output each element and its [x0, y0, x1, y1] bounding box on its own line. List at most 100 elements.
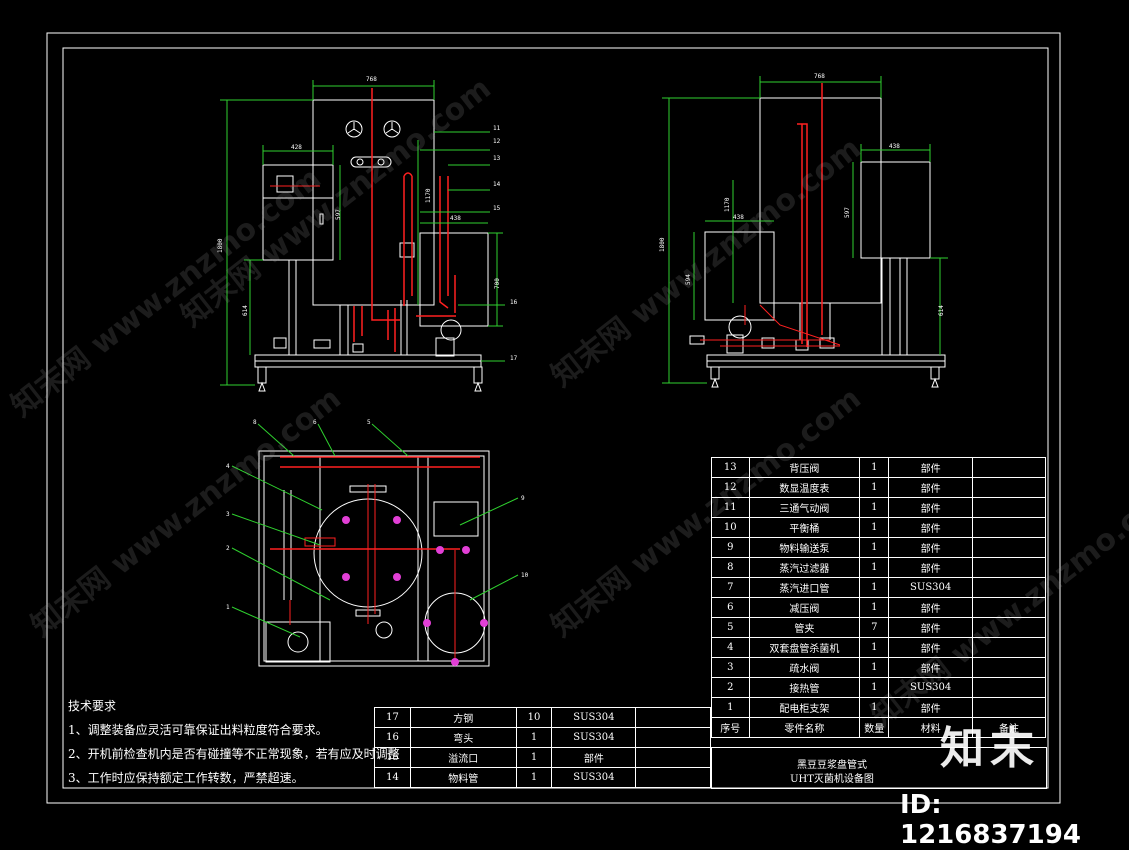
cell-qty: 1 [859, 537, 890, 558]
cell-no: 17 [374, 707, 411, 728]
callout-4: 4 [226, 463, 230, 470]
front-height-dim: 1800 [217, 238, 224, 253]
cell-name: 双套盘管杀菌机 [748, 637, 861, 658]
cell-note [971, 517, 1047, 538]
callout-1: 1 [226, 604, 230, 611]
id-label: ID: 1216837194 [900, 790, 1081, 850]
side-left-height-dim: 594 [685, 274, 692, 285]
brand-logo: 知末 [940, 723, 1040, 774]
side-box-width2-dim: 438 [733, 214, 744, 221]
cell-material: 部件 [888, 637, 973, 658]
callout-10: 10 [521, 572, 529, 579]
cell-material: 部件 [888, 517, 973, 538]
side-box-width-dim: 438 [889, 143, 900, 150]
cell-no: 9 [711, 537, 750, 558]
cell-name: 配电柜支架 [748, 697, 861, 718]
cell-note [971, 457, 1047, 478]
callout-8: 8 [253, 419, 257, 426]
callout-13: 13 [493, 155, 501, 162]
cell-material: 部件 [888, 657, 973, 678]
cell-name: 数显温度表 [748, 477, 861, 498]
cell-note [971, 537, 1047, 558]
side-width-dim: 768 [814, 73, 825, 80]
cell-qty: 1 [515, 727, 553, 748]
callout-12: 12 [493, 138, 501, 145]
cell-note [971, 477, 1047, 498]
front-tank-height-dim: 700 [494, 278, 501, 289]
tech-notes-heading: 技术要求 [68, 699, 117, 713]
front-box-height-dim: 597 [335, 209, 342, 220]
cell-name: 管夹 [748, 617, 861, 638]
cell-note [971, 637, 1047, 658]
cell-qty: 1 [515, 747, 553, 768]
cell-no: 6 [711, 597, 750, 618]
cell-qty: 1 [859, 517, 890, 538]
cell-material: SUS304 [551, 707, 637, 728]
cell-no: 10 [711, 517, 750, 538]
cell-name: 背压阀 [748, 457, 861, 478]
parts-header-row: 序号 零件名称 数量 材料 备注 [711, 717, 1047, 738]
front-box-width-dim: 428 [291, 144, 302, 151]
cell-material: SUS304 [888, 577, 973, 598]
front-width-dim: 768 [366, 76, 377, 83]
cell-no: 11 [711, 497, 750, 518]
side-leg-dim: 614 [938, 305, 945, 316]
callout-3: 3 [226, 511, 230, 518]
top-callouts: 8 6 5 4 3 2 1 9 10 [226, 419, 529, 611]
cell-name: 三通气动阀 [748, 497, 861, 518]
cell-no: 16 [374, 727, 411, 748]
cell-no: 3 [711, 657, 750, 678]
cell-note [635, 747, 711, 768]
cell-name: 溢流口 [409, 747, 517, 768]
cell-name: 疏水阀 [748, 657, 861, 678]
cell-qty: 1 [859, 697, 890, 718]
cell-material: 部件 [888, 557, 973, 578]
cell-qty: 1 [859, 657, 890, 678]
cell-name: 蒸汽进口管 [748, 577, 861, 598]
callout-6: 6 [313, 419, 317, 426]
cell-no: 15 [374, 747, 411, 768]
front-dim-labels: 768 428 1800 597 614 1170 438 700 [217, 76, 501, 316]
cell-note [971, 557, 1047, 578]
callout-16: 16 [510, 299, 518, 306]
header-qty: 数量 [859, 717, 890, 738]
cell-qty: 1 [859, 477, 890, 498]
callout-17: 17 [510, 355, 518, 362]
cell-qty: 1 [859, 577, 890, 598]
side-dims [662, 76, 948, 384]
top-valves [342, 516, 488, 666]
cell-no: 12 [711, 477, 750, 498]
front-view [254, 99, 489, 392]
side-box-height-dim: 597 [844, 207, 851, 218]
cell-name: 蒸汽过滤器 [748, 557, 861, 578]
side-tank-height-dim: 1170 [724, 197, 731, 212]
outer-frame [46, 32, 1061, 804]
cell-qty: 10 [515, 707, 553, 728]
cell-material: SUS304 [888, 677, 973, 698]
cell-qty: 1 [859, 497, 890, 518]
header-name: 零件名称 [748, 717, 861, 738]
header-note: 备注 [971, 717, 1047, 738]
callout-2: 2 [226, 545, 230, 552]
cell-name: 接热管 [748, 677, 861, 698]
cell-note [971, 617, 1047, 638]
cell-note [635, 727, 711, 748]
cell-note [971, 577, 1047, 598]
front-pipes [270, 88, 456, 352]
callout-5: 5 [367, 419, 371, 426]
title-block: 黑豆豆浆盘管式 UHT灭菌机设备图 [711, 747, 1047, 789]
tech-notes: 技术要求 1、调整装备应灵活可靠保证出料粒度符合要求。 2、开机前检查机内是否有… [68, 694, 400, 790]
cell-name: 方钢 [409, 707, 517, 728]
cell-no: 2 [711, 677, 750, 698]
